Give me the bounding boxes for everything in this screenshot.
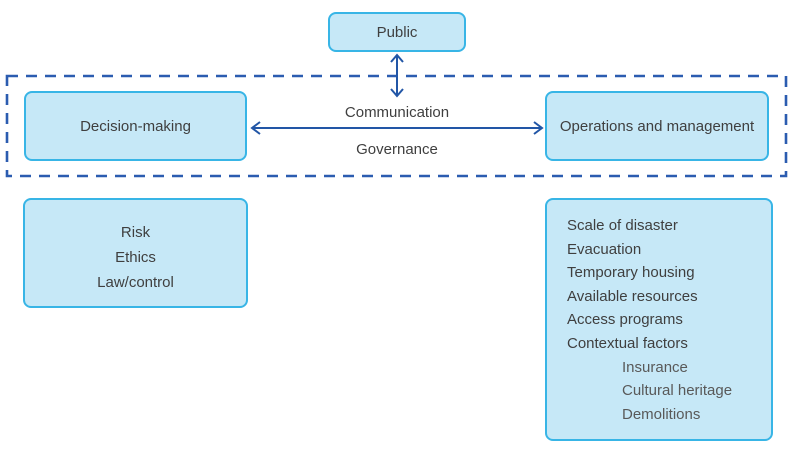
communication-label: Communication (344, 104, 450, 121)
list-sub-item: Insurance (622, 358, 688, 376)
operations-management-node: Operations and management (545, 91, 769, 161)
list-item: Temporary housing (567, 264, 695, 282)
public-node: Public (328, 12, 466, 52)
list-item: Risk (120, 224, 151, 241)
list-item: Ethics (115, 249, 156, 266)
list-item: Contextual factors (567, 334, 688, 352)
public-node-label: Public (376, 23, 418, 41)
governance-label: Governance (356, 141, 438, 158)
list-item: Available resources (567, 287, 698, 305)
list-sub-item: Cultural heritage (622, 382, 733, 400)
list-item: Scale of disaster (567, 217, 678, 234)
decision-making-node: Decision-making (24, 91, 247, 161)
decision-operations-double-arrow-icon (250, 121, 544, 135)
operations-management-node-label: Operations and management (559, 117, 755, 135)
list-item: Access programs (567, 311, 683, 329)
list-item: Law/control (97, 274, 174, 291)
decision-details-box: Risk Ethics Law/control (23, 198, 248, 308)
operations-details-box: Scale of disaster Evacuation Temporary h… (545, 198, 773, 441)
list-item: Evacuation (567, 240, 642, 258)
list-sub-item: Demolitions (622, 405, 701, 423)
decision-making-node-label: Decision-making (80, 117, 191, 135)
public-double-arrow-icon (390, 53, 404, 98)
